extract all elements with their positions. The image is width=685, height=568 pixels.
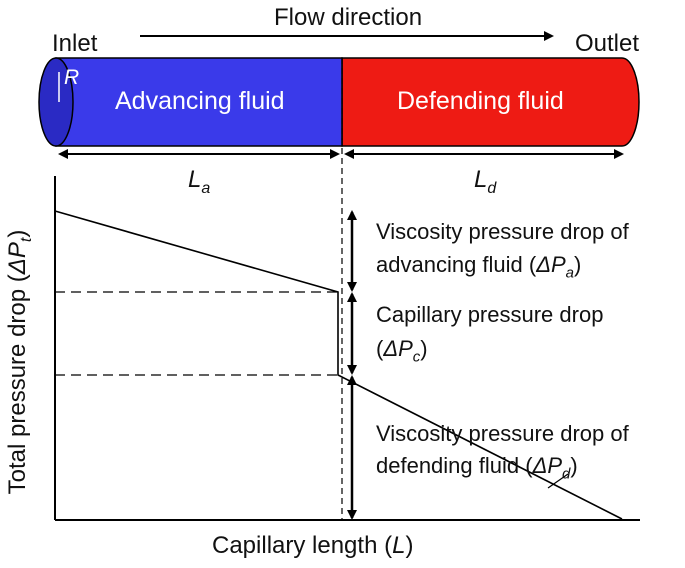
inlet-cap: [38, 57, 74, 147]
viscosity-d-subscript: d: [562, 465, 571, 483]
x-axis-label: Capillary length (L): [212, 532, 413, 560]
viscosity-a-line2: advancing fluid (ΔPa): [376, 252, 581, 281]
advancing-fluid-region: [55, 57, 343, 147]
x-axis-close: ): [405, 532, 414, 559]
viscosity-d-symbol: ΔP: [532, 453, 562, 478]
capillary-close: ): [420, 336, 428, 361]
viscosity-a-close: ): [574, 252, 582, 277]
capillary-symbol: ΔP: [383, 336, 413, 361]
x-axis-symbol: L: [392, 532, 406, 559]
y-axis-subscript: t: [17, 237, 35, 243]
viscosity-d-line2: defending fluid (ΔPd): [376, 453, 578, 482]
length-a-label: La: [188, 166, 210, 198]
length-d-symbol: L: [474, 166, 488, 193]
defending-fluid-region: [341, 57, 640, 147]
viscosity-d-close: ): [570, 453, 578, 478]
flow-direction-label: Flow direction: [274, 4, 423, 31]
y-axis-close: ): [4, 229, 32, 238]
viscosity-a-line1: Viscosity pressure drop of: [376, 219, 629, 244]
y-axis-label-text: Total pressure drop (: [4, 274, 32, 495]
length-a-subscript: a: [201, 179, 211, 197]
length-d-subscript: d: [487, 179, 497, 197]
length-d-label: Ld: [474, 166, 496, 198]
radius-label: R: [64, 66, 80, 89]
capillary-line1: Capillary pressure drop: [376, 302, 604, 327]
defending-annotation-leader: [547, 473, 569, 489]
y-axis-symbol: ΔP: [4, 242, 32, 275]
y-axis-label: Total pressure drop (ΔPt): [4, 230, 36, 495]
inlet-label: Inlet: [52, 30, 98, 57]
viscosity-d-line1: Viscosity pressure drop of: [376, 421, 629, 446]
viscosity-d-line2-text: defending fluid (: [376, 453, 533, 478]
capillary-line2: (ΔPc): [376, 336, 428, 365]
outlet-label: Outlet: [575, 30, 640, 57]
viscosity-a-symbol: ΔP: [536, 252, 566, 277]
x-axis-label-text: Capillary length (: [212, 532, 393, 559]
viscosity-a-line2-text: advancing fluid (: [376, 252, 537, 277]
capillary-open: (: [376, 336, 384, 361]
viscosity-a-subscript: a: [565, 264, 574, 282]
pressure-profile-line: [54, 210, 623, 520]
capillary-subscript: c: [412, 348, 421, 366]
length-a-symbol: L: [188, 166, 202, 193]
defending-fluid-label: Defending fluid: [397, 87, 564, 115]
advancing-fluid-label: Advancing fluid: [115, 87, 285, 115]
